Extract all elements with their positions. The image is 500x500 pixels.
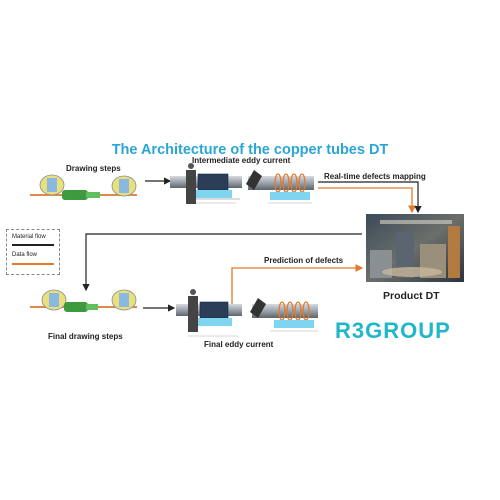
final-eddy-figure-left (176, 289, 242, 337)
realtime-mapping-label: Real-time defects mapping (324, 172, 426, 181)
intermediate-eddy-figure-right (246, 170, 314, 204)
material-return-arrow (82, 233, 362, 292)
product-dt-photo (366, 214, 464, 282)
final-drawing-label: Final drawing steps (48, 332, 123, 341)
material-flow-arrow-2 (318, 181, 422, 214)
intermediate-eddy-label: Intermediate eddy current (192, 156, 291, 165)
legend-material-flow-line (12, 244, 54, 246)
diagram-title: The Architecture of the copper tubes DT (111, 142, 389, 158)
r3group-logo: R3GROUP (335, 318, 451, 343)
legend-data-flow-line (12, 263, 54, 265)
intermediate-eddy-figure-left (170, 163, 242, 204)
legend-data-flow-label: Data flow (12, 252, 38, 258)
final-drawing-steps-figure (30, 289, 137, 312)
final-eddy-figure-right (250, 298, 318, 332)
legend-material-flow-label: Material flow (12, 234, 46, 240)
legend: Material flow Data flow (6, 229, 60, 275)
realtime-data-arrow (318, 187, 416, 214)
drawing-steps-label: Drawing steps (66, 164, 121, 173)
final-eddy-label: Final eddy current (204, 340, 274, 349)
prediction-data-arrow (231, 264, 364, 312)
product-dt-label: Product DT (383, 290, 440, 302)
drawing-steps-figure (30, 174, 137, 200)
prediction-label: Prediction of defects (264, 256, 344, 265)
